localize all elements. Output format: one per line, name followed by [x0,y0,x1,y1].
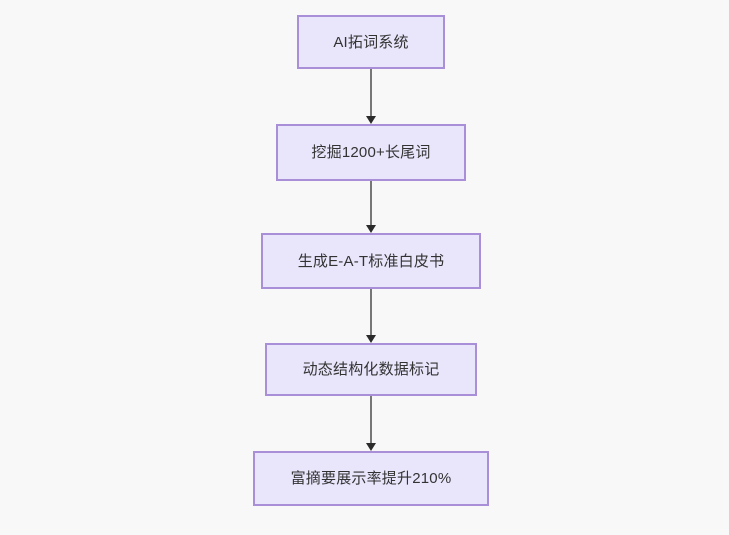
arrowhead-icon [366,116,376,124]
flowchart-edge-1-2 [365,69,377,124]
arrowhead-icon [366,443,376,451]
flowchart-edge-2-3 [365,181,377,233]
edge-line [370,396,372,443]
flowchart-node-label: 富摘要展示率提升210% [290,470,452,487]
flowchart-edge-4-5 [365,396,377,451]
flowchart-node-label: AI拓词系统 [333,33,409,51]
flowchart-node-label: 挖掘1200+长尾词 [311,144,431,161]
flowchart-node-label: 生成E-A-T标准白皮书 [297,252,445,270]
edge-line [370,289,372,335]
flowchart-edge-3-4 [365,289,377,343]
flowchart-node-3[interactable]: 生成E-A-T标准白皮书 [261,233,481,289]
flowchart-node-1[interactable]: AI拓词系统 [297,15,445,69]
arrowhead-icon [366,335,376,343]
arrowhead-icon [366,225,376,233]
edge-line [370,69,372,116]
flowchart-node-2[interactable]: 挖掘1200+长尾词 [276,124,466,181]
flowchart-node-4[interactable]: 动态结构化数据标记 [265,343,477,396]
flowchart-node-5[interactable]: 富摘要展示率提升210% [253,451,489,506]
flowchart-node-label: 动态结构化数据标记 [302,361,440,378]
edge-line [370,181,372,225]
